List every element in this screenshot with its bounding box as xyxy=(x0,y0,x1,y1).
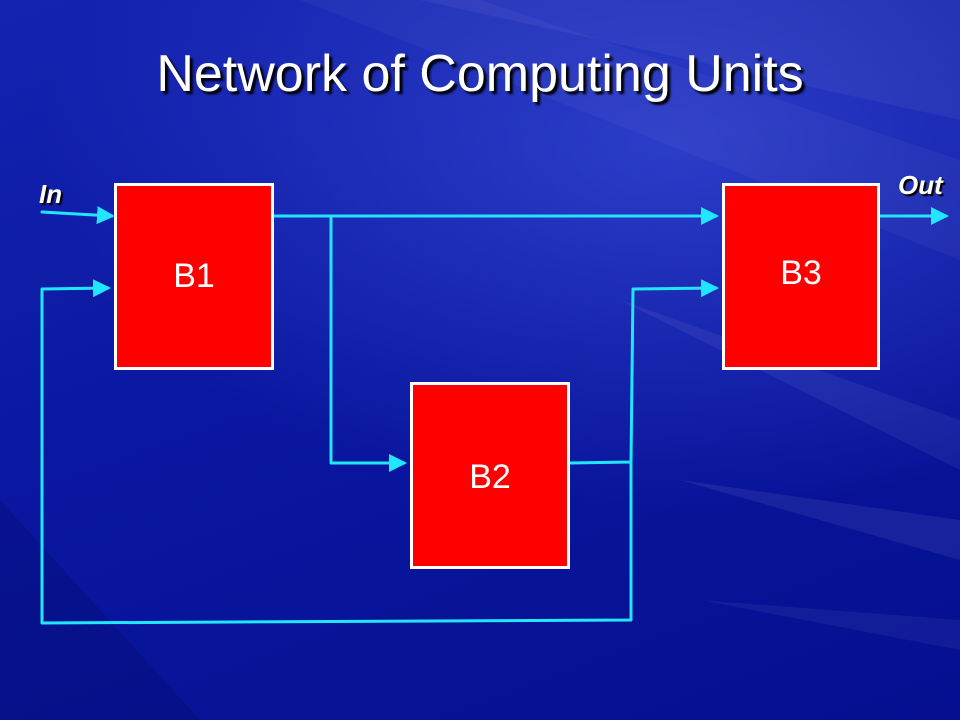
block-b3: B3 xyxy=(722,183,880,370)
slide-title: Network of Computing Units xyxy=(156,45,804,103)
block-b2-label: B2 xyxy=(469,458,511,496)
input-arrow xyxy=(40,206,115,225)
block-b3-label: B3 xyxy=(780,254,822,292)
b1-to-b2-connector xyxy=(329,214,407,472)
block-b2: B2 xyxy=(410,382,570,569)
block-b1-label: B1 xyxy=(173,257,215,295)
b2-to-b3-connector xyxy=(568,279,719,465)
feedback-loop-connector xyxy=(40,279,633,625)
output-label: Out xyxy=(898,170,943,200)
block-b1: B1 xyxy=(114,183,274,370)
input-label: In xyxy=(39,179,63,209)
